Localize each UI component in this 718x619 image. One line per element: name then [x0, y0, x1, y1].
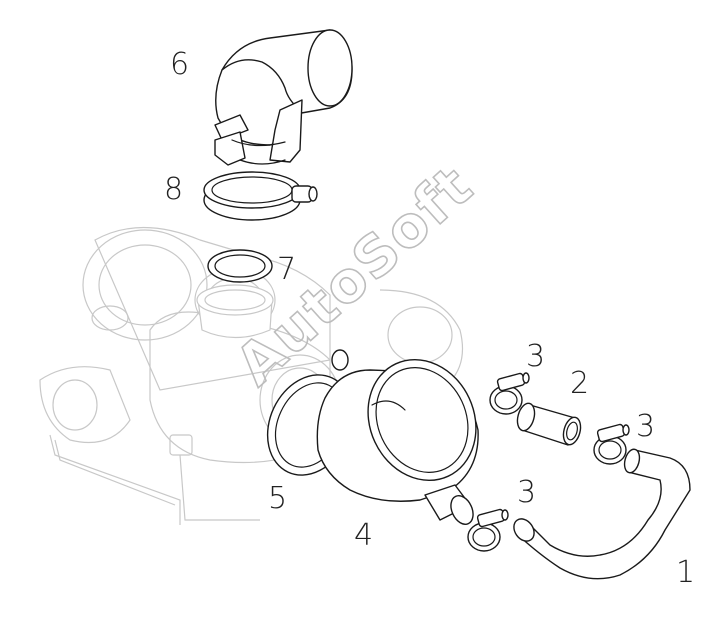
- callout-7: 7: [277, 252, 296, 287]
- callout-6: 6: [170, 47, 189, 82]
- part-3-hose-clamp-right: [593, 423, 630, 465]
- callout-1: 1: [676, 555, 695, 590]
- callout-4: 4: [354, 518, 373, 553]
- part-3-hose-clamp-lower: [467, 508, 509, 552]
- callout-3-lower: 3: [517, 475, 536, 510]
- callout-8: 8: [164, 172, 183, 207]
- part-1-bent-hose: [513, 448, 691, 580]
- turbo-outlet-neck: [196, 284, 274, 339]
- callout-3-upper: 3: [526, 339, 545, 374]
- part-7-o-ring: [207, 249, 273, 283]
- part-6-air-duct: [214, 29, 353, 166]
- part-4-intake-elbow: [316, 349, 479, 525]
- part-8-band-clamp: [203, 171, 318, 221]
- part-3-hose-clamp-upper: [489, 372, 530, 415]
- callout-5: 5: [268, 481, 287, 516]
- part-2-short-hose: [516, 402, 582, 446]
- callout-3-right: 3: [636, 409, 655, 444]
- callout-2: 2: [570, 366, 589, 401]
